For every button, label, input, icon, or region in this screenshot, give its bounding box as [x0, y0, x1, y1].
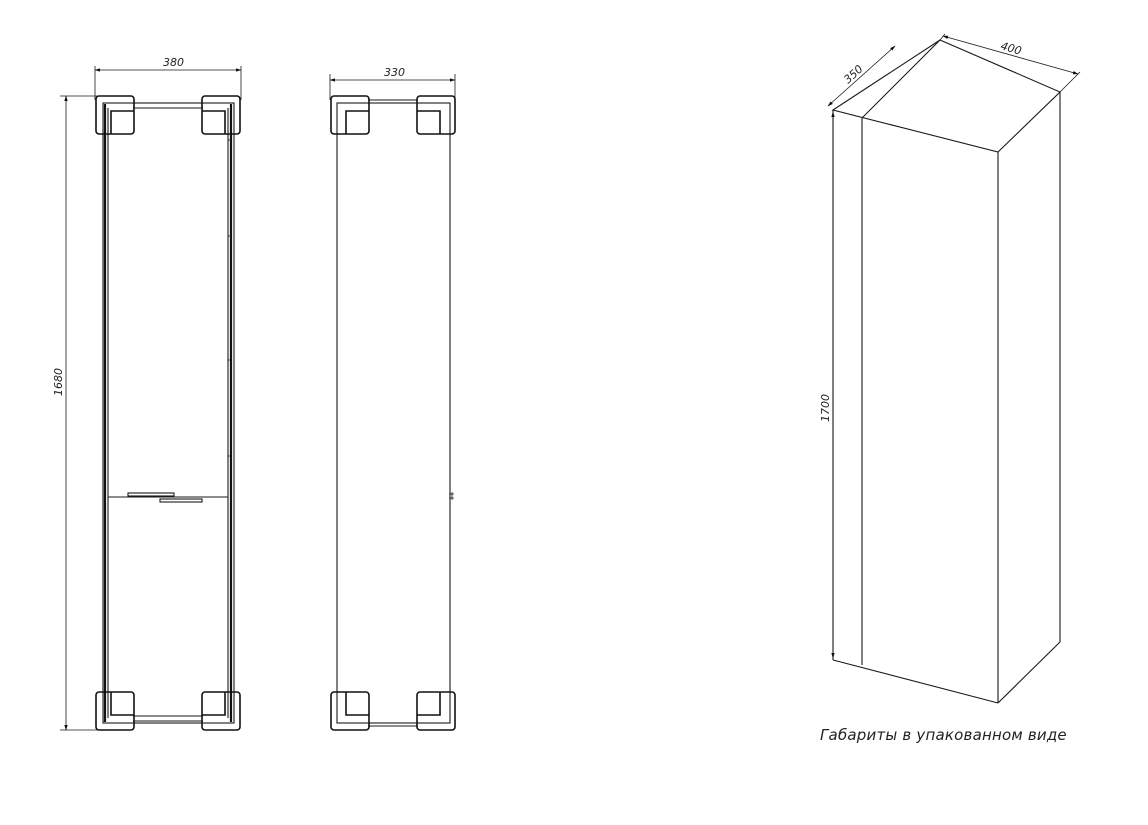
front-width-dimension: 380	[94, 56, 242, 100]
side-corner-protector-top-right	[416, 95, 456, 135]
package-box-view: 350 400 1700	[819, 33, 1081, 704]
package-depth-label: 350	[841, 63, 865, 87]
package-height-label: 1700	[819, 394, 832, 422]
side-view: 330	[329, 66, 456, 731]
package-width-label: 400	[999, 39, 1023, 57]
package-width-dimension: 400	[939, 33, 1081, 93]
side-depth-label: 330	[384, 66, 405, 79]
front-height-dimension: 1680	[52, 95, 100, 731]
package-height-dimension: 1700	[819, 111, 835, 659]
front-width-label: 380	[163, 56, 184, 69]
side-corner-protector-top-left	[330, 95, 370, 135]
front-height-label: 1680	[52, 368, 65, 396]
package-caption: Габариты в упакованном виде	[820, 726, 1067, 744]
corner-protector-top-right	[201, 95, 241, 135]
side-corner-protector-bottom-right	[416, 691, 456, 731]
corner-protector-bottom-right	[201, 691, 241, 731]
side-corner-protector-bottom-left	[330, 691, 370, 731]
corner-protector-top-left	[95, 95, 135, 135]
front-view: 380 1680	[52, 56, 242, 731]
side-depth-dimension: 330	[329, 66, 456, 100]
side-cabinet-outline	[336, 102, 451, 724]
door-handle-lower	[159, 498, 203, 503]
door-handle-upper	[127, 492, 175, 497]
front-cabinet-outline	[102, 102, 235, 724]
package-top-face	[831, 39, 1061, 153]
corner-protector-bottom-left	[95, 691, 135, 731]
